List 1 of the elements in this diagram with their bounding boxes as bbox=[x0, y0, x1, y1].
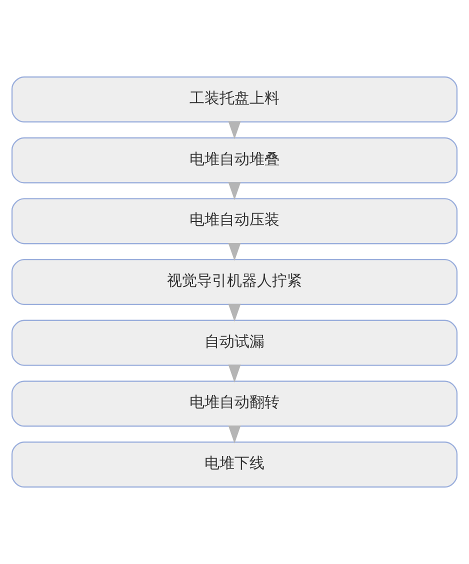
node-box: 电堆下线 bbox=[11, 442, 458, 488]
